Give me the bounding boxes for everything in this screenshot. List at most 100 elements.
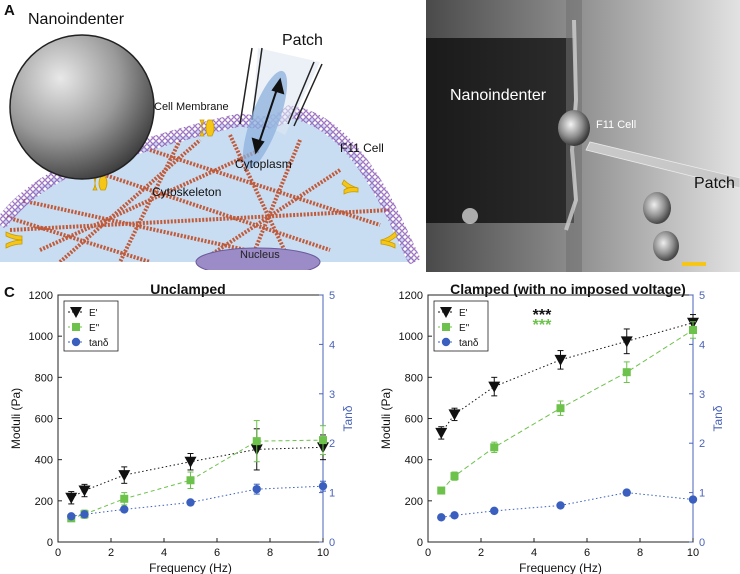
data-point [450,472,459,481]
series-line [71,446,324,499]
legend-marker [70,307,82,318]
data-point [490,506,499,516]
series-line [71,439,324,519]
x-tick-label: 6 [584,547,590,559]
x-tick-label: 0 [55,547,61,559]
data-point [184,456,197,468]
y-tick-label: 800 [35,372,53,384]
y2-tick-label: 3 [699,389,705,401]
x-tick-label: 4 [531,547,537,559]
y2-tick-label: 0 [699,537,705,549]
legend-marker [441,337,451,347]
data-point [620,336,633,348]
series-line [441,492,694,518]
data-point [488,381,501,393]
data-point [186,498,195,507]
scale-bar [682,262,706,266]
x-tick-label: 10 [687,547,699,559]
data-point [120,505,129,514]
cell-schematic: Nucleus Nanoindenter Patch Cell Membrane… [0,11,420,270]
y2-tick-label: 1 [699,488,705,500]
x-tick-label: 8 [267,547,273,559]
y-tick-label: 1000 [29,331,53,343]
legend: E' E" tanδ [63,300,119,352]
legend-label: tanδ [89,338,109,349]
data-point [450,511,459,520]
y-axis-label: Moduli (Pa) [379,388,393,449]
membrane-proteins [5,119,398,249]
series-triangle-down [435,314,699,440]
x-tick-label: 8 [637,547,643,559]
data-point [448,409,461,421]
x-axis-label: Frequency (Hz) [519,561,602,574]
data-point [186,476,195,485]
label-nucleus: Nucleus [240,249,280,261]
x-tick-label: 6 [214,547,220,559]
data-point [435,427,448,439]
y-tick-label: 0 [417,537,423,549]
panel-label-a: A [4,2,15,19]
data-point [622,368,631,377]
data-point [556,404,565,413]
data-point [688,495,698,504]
legend-label: E" [89,323,100,334]
legend-marker [72,323,80,331]
data-point [556,501,565,510]
legend-marker [440,307,452,318]
y-tick-label: 1200 [399,290,423,302]
patch-pipette-micro [585,141,740,189]
nanoindenter-shadow [426,38,574,223]
series-circle [437,488,698,522]
y2-tick-label: 0 [329,537,335,549]
y-tick-label: 200 [35,496,53,508]
y2-tick-label: 5 [699,290,705,302]
y2-tick-label: 4 [699,339,705,351]
label-nanoindenter: Nanoindenter [28,11,125,28]
y-tick-label: 600 [35,414,53,426]
micro-label-patch: Patch [694,175,735,192]
y2-axis-label: Tanδ [711,405,725,431]
label-cytoplasm: Cytoplasm [235,157,292,171]
x-tick-label: 4 [161,547,167,559]
legend-label: E' [89,308,98,319]
label-f11-cell: F11 Cell [340,141,384,155]
y2-tick-label: 5 [329,290,335,302]
label-cytoskeleton: Cytoskeleton [152,185,221,199]
series-triangle-down [65,428,329,505]
y-tick-label: 800 [405,372,423,384]
panel-label-c: C [4,284,15,301]
y-axis-label: Moduli (Pa) [9,388,23,449]
y2-tick-label: 3 [329,389,335,401]
data-point [318,481,328,491]
chart-title: Clamped (with no imposed voltage) [450,281,686,297]
data-point [67,512,76,521]
data-point [554,354,567,366]
series-square [437,321,697,495]
label-patch: Patch [282,32,323,49]
data-point [490,443,499,452]
legend: E'E"tanδ [433,300,489,352]
data-point [689,325,697,334]
y2-tick-label: 1 [329,488,335,500]
nanoindenter-sphere [9,34,155,180]
series-line [71,485,324,517]
chart-title: Unclamped [150,281,225,297]
series-square [67,420,327,523]
y-tick-label: 600 [405,414,423,426]
micrograph: Nanoindenter F11 Cell Patch [426,0,740,272]
data-point [118,470,131,482]
data-point [252,484,261,494]
y-tick-label: 0 [47,537,53,549]
y2-axis-label: Tanδ [341,405,355,431]
y-tick-label: 1000 [399,331,423,343]
significance-annotation: *** [533,317,552,334]
data-point [78,485,91,497]
y-tick-label: 400 [35,455,53,467]
chart-clamped: Clamped (with no imposed voltage) 020040… [379,281,725,574]
legend-marker [442,323,450,331]
data-point [252,437,261,446]
legend-label: E" [459,323,470,334]
x-axis-label: Frequency (Hz) [149,561,232,574]
data-point [80,510,89,519]
